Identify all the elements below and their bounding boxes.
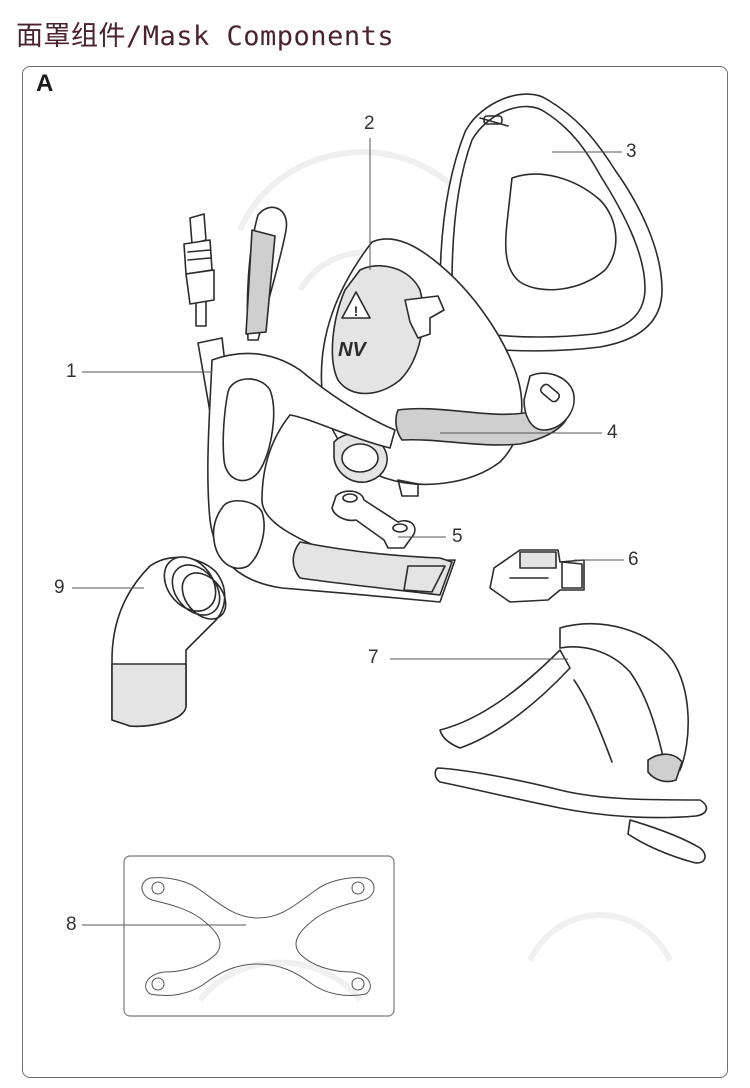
quick-release-clip-part xyxy=(490,550,584,602)
page-title: 面罩组件/Mask Components xyxy=(16,21,395,52)
connector-clip-part xyxy=(184,214,214,326)
callout-7: 7 xyxy=(368,647,379,668)
leader-lines xyxy=(72,138,624,926)
callout-5: 5 xyxy=(452,526,463,547)
callout-6: 6 xyxy=(628,549,639,570)
inset-part-8 xyxy=(124,856,394,1016)
nv-badge: NV xyxy=(338,339,367,361)
callout-3: 3 xyxy=(626,141,637,162)
figure-panel xyxy=(22,66,728,1078)
elbow-part xyxy=(112,547,235,726)
strap-cover-part xyxy=(396,373,574,445)
panel-letter: A xyxy=(36,70,54,97)
callout-4: 4 xyxy=(607,422,618,443)
forehead-bracket-part xyxy=(332,491,415,548)
callout-1: 1 xyxy=(66,361,77,382)
headgear-frame-part xyxy=(198,207,455,602)
warning-icon: ! xyxy=(354,303,359,319)
callout-9: 9 xyxy=(54,577,65,598)
callout-2: 2 xyxy=(364,113,375,134)
headgear-part xyxy=(435,624,706,863)
inset-box xyxy=(124,856,394,1016)
callout-8: 8 xyxy=(66,914,77,935)
